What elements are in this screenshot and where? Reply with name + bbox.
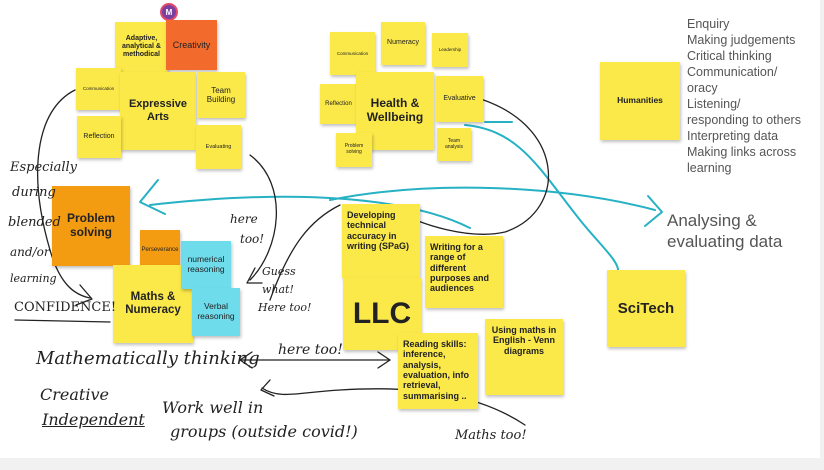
curve-evaluating-down [249, 154, 278, 281]
teal-arrow-to-problem-solving [149, 195, 471, 229]
hw-maths-too: Maths too! [455, 428, 527, 443]
side-list-item: Making judgements [687, 33, 796, 47]
note-evaluating[interactable]: Evaluating [196, 125, 241, 169]
note-writing-range[interactable]: Writing for a range of different purpose… [425, 236, 503, 308]
hw-guess-2: what! [262, 283, 294, 296]
collaborator-avatar[interactable]: M [160, 3, 178, 21]
note-expressive-arts[interactable]: Expressive Arts [120, 72, 196, 150]
note-developing-technical[interactable]: Developing technical accuracy in writing… [342, 204, 420, 278]
side-list-item: Interpreting data [687, 129, 779, 143]
teal-arrowhead-left [139, 179, 166, 215]
curve-to-llc [394, 95, 549, 235]
double-arrow-left-head [239, 351, 253, 369]
note-team-analysis[interactable]: Team analysis [437, 128, 471, 161]
curve-maths-too-head [260, 379, 275, 397]
hw-especially-5: learning [10, 272, 57, 285]
note-problem-solving-small[interactable]: Problem solving [336, 133, 372, 167]
side-list-item: oracy [687, 81, 718, 95]
note-adaptive[interactable]: Adaptive, analytical & methodical [115, 22, 168, 72]
curve-evaluating-head [246, 267, 263, 284]
analysing-evaluating-text: Analysing & evaluating data [667, 211, 783, 251]
note-evaluative[interactable]: Evaluative [436, 76, 483, 122]
hw-here-too-mid: here too! [278, 342, 343, 358]
hw-especially-4: and/or [10, 245, 50, 259]
note-maths-numeracy[interactable]: Maths & Numeracy [113, 265, 193, 343]
note-verbal-reasoning[interactable]: Verbal reasoning [192, 288, 240, 336]
double-arrow-right-head [377, 351, 391, 369]
curve-left-arrowhead [75, 284, 93, 306]
confidence-underline [14, 319, 111, 323]
side-list-item: responding to others [687, 113, 801, 127]
hw-work-well-2: groups (outside covid!) [170, 422, 358, 441]
teal-arrowhead-right [644, 195, 663, 227]
ink-layer [14, 89, 663, 426]
note-problem-solving[interactable]: Problem solving [52, 186, 130, 266]
note-humanities[interactable]: Humanities [600, 62, 680, 140]
whiteboard-canvas[interactable]: M Adaptive, analytical & methodical Crea… [0, 0, 820, 458]
hw-especially-3: blended [8, 215, 61, 230]
avatar-initial: M [165, 7, 173, 17]
note-scitech[interactable]: SciTech [607, 270, 685, 347]
note-communication-top[interactable]: Communication [330, 32, 375, 75]
hw-especially-1: Especially [10, 160, 78, 175]
teal-arrow-to-analysing [329, 186, 656, 211]
note-perseverance[interactable]: Perseverance [140, 230, 180, 270]
hw-creative: Creative [40, 385, 109, 404]
note-reflection-hw[interactable]: Reflection [320, 84, 357, 124]
hw-mathematically: Mathematically thinking [36, 348, 260, 369]
curve-llc-left [269, 204, 341, 301]
side-list-item: Communication/ [687, 65, 778, 79]
hw-here-too-2: too! [240, 232, 265, 246]
hw-guess-1: Guess [262, 265, 296, 278]
side-list-item: Enquiry [687, 17, 730, 31]
hw-confidence: CONFIDENCE! [14, 300, 117, 315]
side-list-item: Critical thinking [687, 49, 772, 63]
side-list-item: learning [687, 161, 732, 175]
hw-independent: Independent [42, 410, 145, 429]
note-numeracy[interactable]: Numeracy [381, 22, 425, 65]
teal-loop-to-scitech [464, 124, 620, 273]
side-list: Enquiry Making judgements Critical think… [687, 16, 817, 176]
note-reflection-left[interactable]: Reflection [77, 116, 121, 158]
hw-work-well-1: Work well in [162, 398, 264, 417]
side-list-item: Listening/ [687, 97, 741, 111]
note-numerical-reasoning[interactable]: numerical reasoning [181, 241, 231, 289]
note-creativity[interactable]: Creativity [166, 20, 217, 70]
note-leadership[interactable]: Leadership [432, 33, 468, 67]
note-communication-left[interactable]: Communication [76, 68, 121, 110]
note-using-maths[interactable]: Using maths in English - Venn diagrams [485, 319, 563, 395]
curve-left-loop [37, 89, 91, 299]
hw-here-too-1: here [230, 212, 258, 226]
curve-maths-too [261, 387, 526, 426]
note-team-building[interactable]: Team Building [197, 72, 245, 118]
hw-guess-3: Here too! [258, 301, 312, 314]
side-list-item: Making links across [687, 145, 797, 159]
note-reading-skills[interactable]: Reading skills: inference, analysis, eva… [398, 333, 478, 409]
hw-especially-2: during [12, 185, 56, 200]
